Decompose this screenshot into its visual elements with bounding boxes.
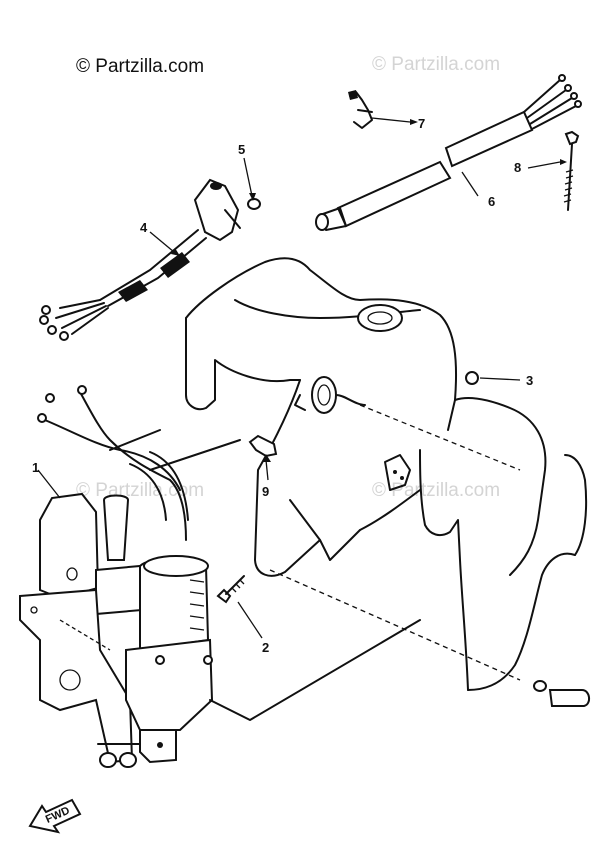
callout-1: 1 [32, 460, 39, 475]
part-2-bolt [216, 575, 263, 639]
part-5-screw [243, 157, 261, 210]
part-4-switch-harness [39, 178, 241, 341]
callout-6: 6 [488, 194, 495, 209]
bottom-bolt-washer [533, 680, 590, 707]
swivel-bracket [185, 257, 588, 691]
callout-5: 5 [238, 142, 245, 157]
part-8-bolt [527, 130, 580, 211]
callout-3: 3 [526, 373, 533, 388]
watermark-top-right: © Partzilla.com [372, 54, 501, 75]
part-9-clip [248, 434, 278, 481]
part-1-ptt-unit [19, 385, 421, 768]
callout-7: 7 [418, 116, 425, 131]
callout-8: 8 [514, 160, 521, 175]
callout-2: 2 [262, 640, 269, 655]
part-6-harness [315, 74, 582, 231]
copyright-notice: © Partzilla.com [76, 56, 205, 77]
fwd-arrow: FWD [28, 798, 82, 834]
part-3-nut [465, 371, 521, 385]
callout-9: 9 [262, 484, 269, 499]
part-7-clip [348, 90, 418, 129]
callout-4: 4 [140, 220, 148, 235]
